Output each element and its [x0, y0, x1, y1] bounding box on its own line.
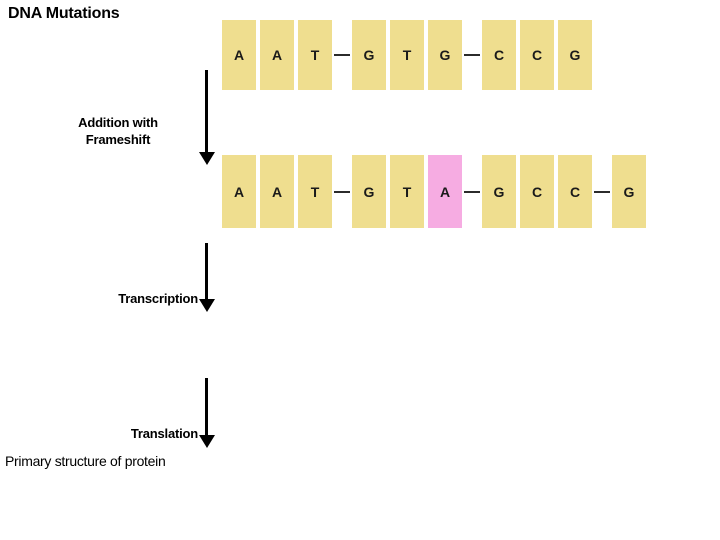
transcription-label: Transcription	[118, 291, 198, 306]
arrow-shaft	[205, 378, 208, 437]
dna-base: C	[520, 155, 554, 228]
dna-base: G	[428, 20, 462, 90]
dna-base: G	[352, 20, 386, 90]
translation-arrow-icon	[199, 378, 215, 450]
dna-base: G	[352, 155, 386, 228]
page-title: DNA Mutations	[8, 5, 120, 22]
primary-structure-of-protein-label: Primary structure of protein	[5, 453, 166, 469]
dna-base: G	[612, 155, 646, 228]
transcription-arrow-icon	[199, 243, 215, 313]
dna-base: G	[482, 155, 516, 228]
dna-base: T	[390, 20, 424, 90]
dna-base: A	[222, 20, 256, 90]
addition-with-frameshift-label: Addition with Frameshift	[78, 115, 158, 147]
arrow-head	[199, 435, 215, 448]
arrow-head	[199, 152, 215, 165]
addition-arrow-icon	[199, 70, 215, 166]
dna-base: C	[520, 20, 554, 90]
dna-base: C	[558, 155, 592, 228]
translation-label: Translation	[130, 426, 198, 441]
dna-base: G	[558, 20, 592, 90]
dna-bond-connector	[332, 155, 352, 228]
dna-bond-connector	[592, 155, 612, 228]
arrow-shaft	[205, 70, 208, 154]
dna-bond-connector	[332, 20, 352, 90]
dna-bond-connector	[462, 20, 482, 90]
dna-base: C	[482, 20, 516, 90]
arrow-head	[199, 299, 215, 312]
dna-base: A	[260, 155, 294, 228]
dna-base-mutated: A	[428, 155, 462, 228]
dna-base: A	[222, 155, 256, 228]
dna-base: A	[260, 20, 294, 90]
dna-base: T	[298, 20, 332, 90]
arrow-shaft	[205, 243, 208, 301]
dna-base: T	[298, 155, 332, 228]
dna-bond-connector	[462, 155, 482, 228]
dna-base: T	[390, 155, 424, 228]
